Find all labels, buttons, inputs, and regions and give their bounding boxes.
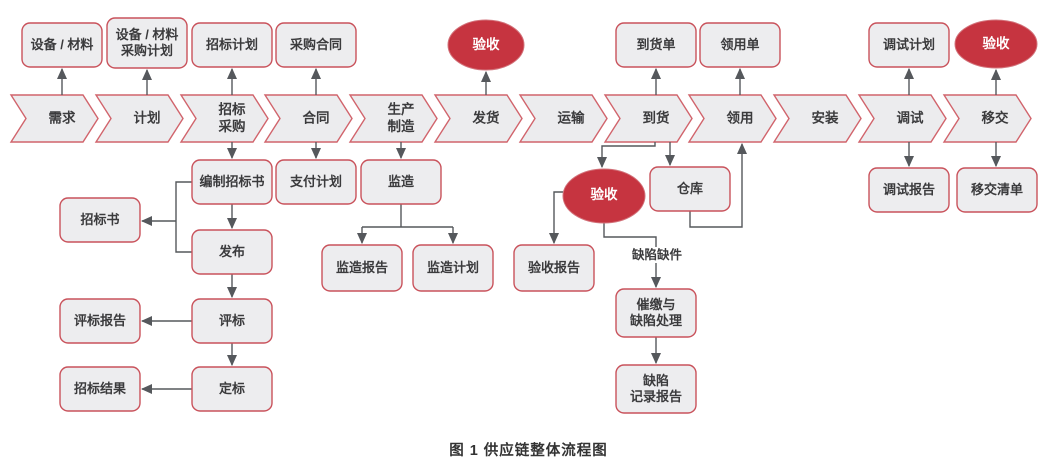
- connector-acceptance3-urge: [603, 223, 662, 289]
- box-supervision-report: [321, 244, 403, 292]
- connector-acceptance3-report: [548, 191, 563, 245]
- chevron-contract: [263, 94, 353, 143]
- box-bid-result: [59, 366, 141, 412]
- box-payment-plan: [275, 159, 357, 205]
- box-purchase-contract: [275, 22, 357, 68]
- box-equipment-purchase-plan: [106, 17, 188, 69]
- chevron-commissioning: [857, 94, 947, 143]
- box-bidding-plan: [191, 22, 273, 68]
- box-requisition-note: [699, 22, 781, 68]
- box-acceptance-report: [513, 244, 595, 292]
- connector-warehouse-requisition: [689, 142, 748, 228]
- box-equipment: [21, 22, 103, 68]
- ellipse-acceptance-arrival: [562, 168, 646, 224]
- box-commissioning-plan: [868, 22, 950, 68]
- box-award: [191, 366, 273, 412]
- box-supervision-plan: [412, 244, 494, 292]
- connector-arrival-acceptance3: [596, 142, 656, 169]
- box-bid-doc: [59, 197, 141, 243]
- chevron-manufacturing: [348, 94, 438, 143]
- box-defect-record-report: [615, 364, 697, 414]
- box-evaluation: [191, 298, 273, 344]
- chevron-demand: [9, 94, 99, 143]
- ellipse-acceptance-shipping: [447, 19, 525, 71]
- connector-supervision-split: [362, 204, 453, 228]
- figure-caption: 图 1 供应链整体流程图: [449, 443, 608, 459]
- chevron-bidding-procurement: [179, 94, 269, 143]
- chevron-plan: [94, 94, 184, 143]
- chevron-arrival: [603, 94, 693, 143]
- chevron-transport: [518, 94, 608, 143]
- box-publish: [191, 229, 273, 275]
- box-handover-list: [956, 167, 1038, 213]
- chevron-handover: [942, 94, 1032, 143]
- box-supervision: [360, 159, 442, 205]
- chevron-installation: [772, 94, 862, 143]
- chevron-requisition: [687, 94, 777, 143]
- box-evaluation-report: [59, 298, 141, 344]
- ellipse-acceptance-handover: [954, 19, 1038, 69]
- chevron-shipping: [433, 94, 523, 143]
- connector-bracket-biddoc: [175, 181, 192, 253]
- box-warehouse: [649, 166, 731, 212]
- box-commissioning-report: [868, 167, 950, 213]
- box-urge-defect-handling: [615, 288, 697, 338]
- box-prepare-bid-doc: [191, 159, 273, 205]
- box-arrival-note: [615, 22, 697, 68]
